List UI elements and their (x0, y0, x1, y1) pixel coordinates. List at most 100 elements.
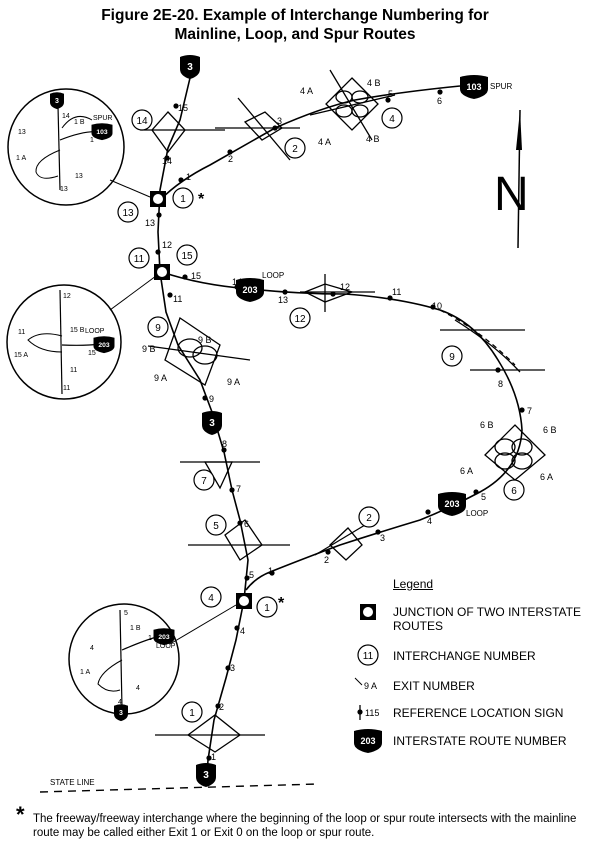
svg-text:3: 3 (55, 98, 59, 105)
svg-text:203: 203 (98, 342, 110, 349)
state-line-label: STATE LINE (50, 778, 95, 787)
svg-text:13: 13 (278, 295, 288, 305)
svg-text:6: 6 (437, 96, 442, 106)
legend-exit-text: EXIT NUMBER (393, 679, 475, 693)
legend-junction-text: JUNCTION OF TWO INTERSTATE ROUTES (393, 605, 581, 633)
interchange-shapes (140, 69, 546, 753)
svg-text:9 B: 9 B (142, 344, 156, 354)
svg-text:15: 15 (191, 271, 201, 281)
svg-text:4: 4 (208, 593, 214, 604)
svg-text:1: 1 (268, 566, 273, 576)
svg-text:14: 14 (136, 116, 148, 127)
title-line-1: Figure 2E-20. Example of Interchange Num… (101, 7, 489, 24)
route-labels: SPUR LOOP LOOP (262, 82, 512, 518)
svg-text:13: 13 (18, 129, 26, 136)
footnote-text: The freeway/freeway interchange where th… (33, 813, 577, 839)
asterisk-marks: * * (198, 191, 285, 612)
svg-text:2: 2 (324, 555, 329, 565)
shield-103: 103 (466, 82, 481, 92)
svg-text:103: 103 (96, 129, 108, 136)
svg-text:203: 203 (360, 736, 375, 746)
svg-text:9 A: 9 A (227, 377, 240, 387)
svg-text:12: 12 (63, 293, 71, 300)
svg-text:6 B: 6 B (543, 425, 557, 435)
svg-text:15 B: 15 B (70, 327, 85, 334)
legend-symbols: 11 9 A 115 203 (354, 604, 382, 753)
svg-text:1 A: 1 A (80, 669, 90, 676)
svg-text:15: 15 (178, 103, 188, 113)
svg-text:8: 8 (222, 439, 227, 449)
svg-text:3: 3 (380, 533, 385, 543)
svg-text:11: 11 (70, 367, 77, 374)
svg-text:5: 5 (213, 521, 219, 532)
svg-text:14: 14 (162, 156, 172, 166)
svg-text:1 A: 1 A (16, 155, 26, 162)
svg-text:4: 4 (118, 699, 122, 706)
svg-text:5: 5 (249, 570, 254, 580)
svg-text:4 B: 4 B (366, 134, 380, 144)
inset-loop-south: 203 3 LOOP 54 1 B1 A 44 1 (68, 603, 180, 722)
svg-text:13: 13 (75, 173, 83, 180)
svg-text:2: 2 (228, 154, 233, 164)
inset-spur: 3 103 SPUR 14 13 1 B 1 A 13 13 1 (7, 88, 125, 206)
svg-text:LOOP: LOOP (156, 643, 176, 650)
svg-text:4 A: 4 A (318, 137, 331, 147)
shield-3-mid: 3 (209, 418, 215, 429)
svg-text:15 A: 15 A (14, 352, 28, 359)
spur-label: SPUR (490, 82, 512, 91)
shield-203-south: 203 (444, 499, 459, 509)
svg-text:9 A: 9 A (154, 373, 167, 383)
svg-text:14: 14 (62, 113, 70, 120)
legend-title: Legend (393, 577, 434, 591)
svg-text:4: 4 (240, 626, 245, 636)
svg-text:1: 1 (264, 603, 270, 614)
svg-text:2: 2 (219, 702, 224, 712)
svg-text:3: 3 (277, 116, 282, 126)
svg-text:13: 13 (60, 186, 68, 193)
svg-text:11: 11 (392, 287, 401, 297)
state-line: STATE LINE (39, 778, 319, 793)
loop-label-south: LOOP (466, 509, 488, 518)
svg-text:7: 7 (527, 406, 532, 416)
svg-text:4 A: 4 A (300, 86, 313, 96)
reference-markers (155, 89, 525, 761)
svg-text:3: 3 (230, 663, 235, 673)
spur-route (159, 85, 461, 201)
svg-text:6 B: 6 B (480, 420, 494, 430)
loop-label-north: LOOP (262, 271, 284, 280)
svg-text:1: 1 (148, 635, 152, 642)
svg-text:11: 11 (173, 294, 182, 304)
svg-text:SPUR: SPUR (93, 115, 112, 122)
svg-text:9 B: 9 B (198, 335, 212, 345)
svg-text:*: * (278, 595, 285, 612)
svg-text:6 A: 6 A (540, 472, 553, 482)
legend-interchange-text: INTERCHANGE NUMBER (393, 649, 536, 663)
svg-text:9: 9 (449, 352, 455, 363)
svg-text:11: 11 (63, 385, 70, 392)
svg-text:9: 9 (209, 394, 214, 404)
svg-text:115: 115 (365, 708, 379, 718)
svg-text:4: 4 (136, 685, 140, 692)
legend-shield-text: INTERSTATE ROUTE NUMBER (393, 734, 567, 748)
svg-text:1: 1 (180, 194, 186, 205)
svg-text:9: 9 (155, 323, 161, 334)
legend-reference-text: REFERENCE LOCATION SIGN (393, 706, 564, 720)
shield-3-north: 3 (187, 62, 193, 73)
junction-markers (150, 191, 252, 609)
svg-text:12: 12 (294, 314, 306, 325)
interchange-circles (117, 107, 525, 723)
inset-pointers (109, 179, 237, 645)
svg-text:5: 5 (124, 610, 128, 617)
svg-text:12: 12 (162, 240, 172, 250)
svg-text:4: 4 (389, 114, 395, 125)
svg-text:1 B: 1 B (74, 119, 85, 126)
svg-text:203: 203 (158, 634, 170, 641)
svg-text:9 A: 9 A (364, 681, 377, 691)
svg-text:2: 2 (292, 144, 298, 155)
svg-text:1: 1 (90, 137, 94, 144)
svg-text:1 B: 1 B (130, 625, 141, 632)
svg-text:13: 13 (145, 218, 155, 228)
